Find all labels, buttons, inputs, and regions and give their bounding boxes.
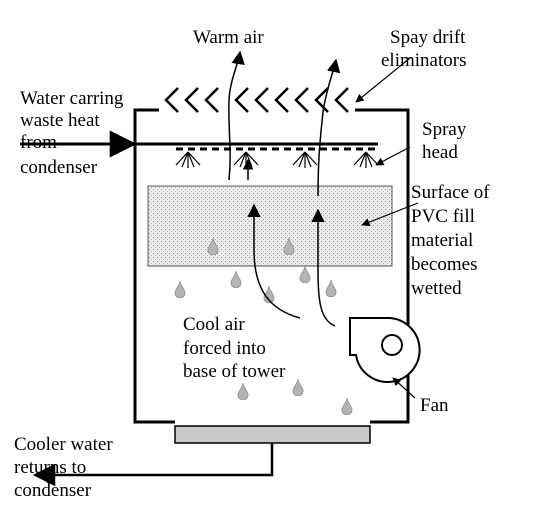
water-drop-icon bbox=[325, 280, 337, 297]
cooler-water-label-3: condenser bbox=[14, 480, 92, 501]
surface-label-2: PVC fill bbox=[411, 206, 475, 227]
spray-heads bbox=[175, 151, 379, 168]
pvc-fill-material bbox=[147, 185, 393, 267]
water-basin bbox=[174, 425, 371, 444]
chevron-left-icon bbox=[274, 87, 289, 113]
water-drop-icon bbox=[292, 379, 304, 396]
rising-air-arrow bbox=[247, 203, 301, 319]
spray-drift-label-2: eliminators bbox=[381, 50, 466, 71]
cooler-water-label-1: Cooler water bbox=[14, 434, 113, 455]
water-drop-icon bbox=[174, 281, 186, 298]
spray-drift-label-1: Spay drift bbox=[390, 27, 466, 48]
water-drop-icon bbox=[299, 266, 311, 283]
cool-air-label-3: base of tower bbox=[183, 361, 286, 382]
rising-air-arrow bbox=[311, 208, 336, 327]
chevron-left-icon bbox=[294, 87, 309, 113]
water-drop-icon bbox=[237, 383, 249, 400]
water-inlet-label-2: waste heat bbox=[20, 110, 100, 131]
cool-air-label-2: forced into bbox=[183, 338, 266, 359]
water-drop-icon bbox=[341, 398, 353, 415]
water-drop-icon bbox=[230, 271, 242, 288]
fan-icon bbox=[349, 317, 421, 383]
leader-lines bbox=[355, 57, 419, 399]
water-inlet-label-1: Water carring bbox=[20, 88, 124, 109]
chevron-left-icon bbox=[254, 87, 269, 113]
labels: Warm air Spay drift eliminators Water ca… bbox=[14, 27, 490, 501]
warm-air-label: Warm air bbox=[193, 27, 264, 48]
cool-air-label-1: Cool air bbox=[183, 314, 245, 335]
spray-nozzle-icon bbox=[175, 151, 201, 168]
water-inlet-label-3: from bbox=[20, 132, 57, 153]
chevron-left-icon bbox=[334, 87, 349, 113]
water-inlet-label-4: condenser bbox=[20, 157, 98, 178]
chevron-left-icon bbox=[234, 87, 249, 113]
drift-eliminators bbox=[164, 87, 349, 113]
chevron-left-icon bbox=[314, 87, 329, 113]
surface-label-3: material bbox=[411, 230, 473, 251]
tower-walls bbox=[133, 108, 410, 424]
air-flow-arrows bbox=[228, 50, 341, 327]
spray-nozzle-icon bbox=[353, 151, 379, 168]
chevron-left-icon bbox=[164, 87, 179, 113]
fan-label: Fan bbox=[420, 395, 449, 416]
surface-label-1: Surface of bbox=[411, 182, 490, 203]
spray-head-label-1: Spray bbox=[422, 119, 467, 140]
warm-air-arrow bbox=[317, 58, 341, 197]
spray-nozzle-icon bbox=[233, 151, 259, 168]
drain-outlet bbox=[32, 443, 274, 487]
spray-nozzle-icon bbox=[292, 151, 318, 168]
surface-label-5: wetted bbox=[411, 278, 462, 299]
spray-head-label-2: head bbox=[422, 142, 458, 163]
cooler-water-label-2: returns to bbox=[14, 457, 86, 478]
surface-label-4: becomes bbox=[411, 254, 477, 275]
warm-air-arrow bbox=[228, 50, 245, 181]
chevron-left-icon bbox=[204, 87, 219, 113]
chevron-left-icon bbox=[184, 87, 199, 113]
